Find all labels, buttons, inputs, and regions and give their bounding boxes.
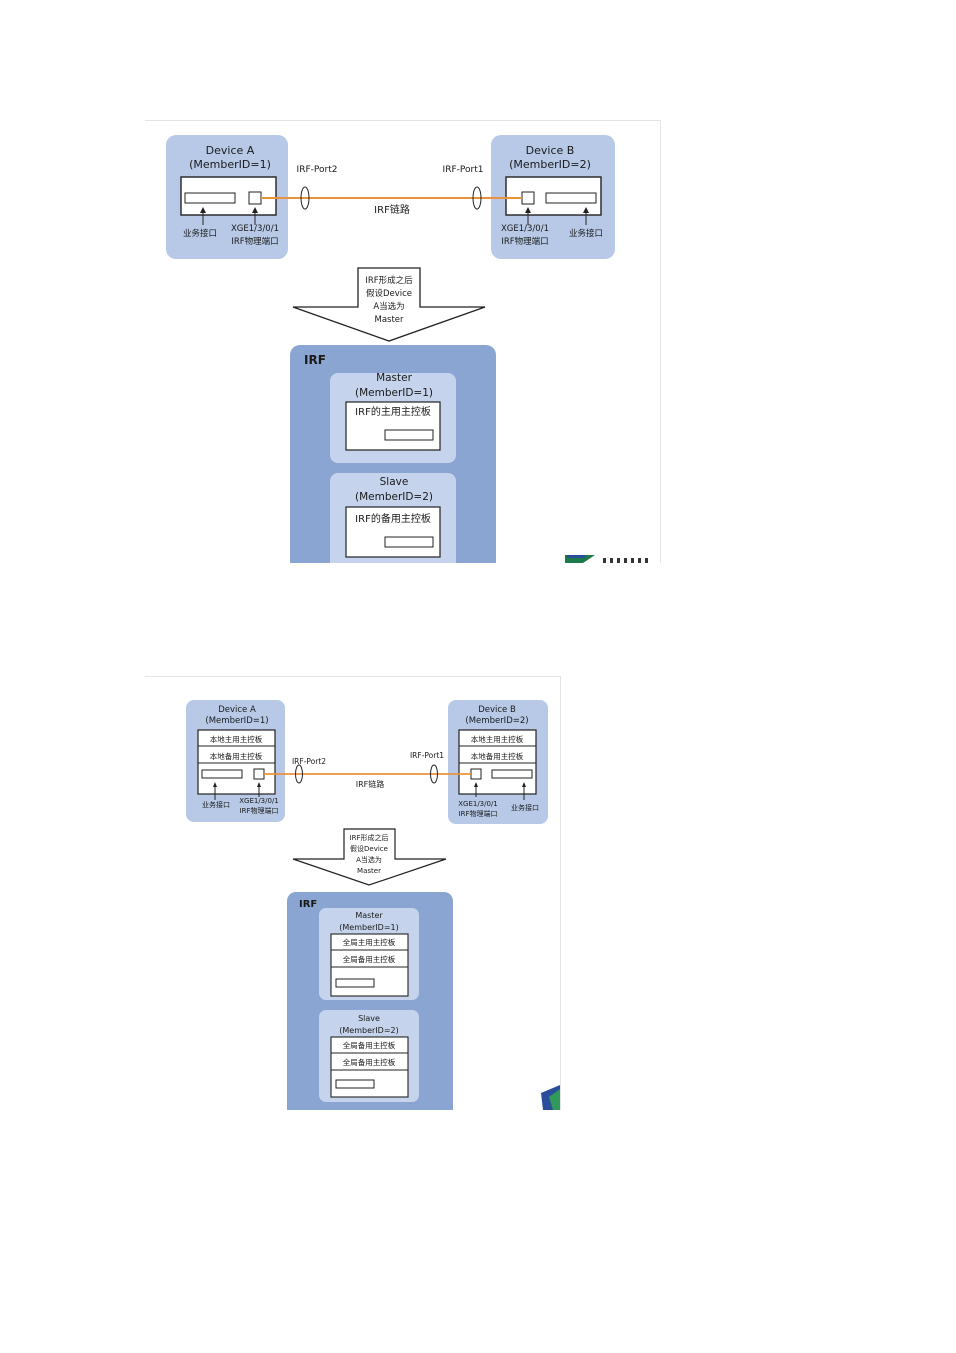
device-a-chassis [197,729,276,795]
master-board1-label: 全局主用主控板 [343,937,396,947]
device-b-irf-port-desc: IRF物理端口 [459,809,498,818]
arrow-text-line1: IRF形成之后 [365,275,413,286]
master-member-id: (MemberID=1) [355,387,433,399]
device-b-board1: 本地主用主控板 [471,734,524,744]
slave-board-port [384,536,434,548]
arrow-text-line4: Master [357,867,381,875]
irf-result-panel: IRF Master (MemberID=1) 全局主用主控板 全局备用主控板 … [287,892,453,1110]
slave-role: Slave [380,476,409,488]
irf-link-label: IRF链路 [356,779,385,789]
down-arrow-icon [292,828,447,886]
device-b-irf-port-name: XGE1/3/0/1 [458,800,498,808]
master-member-id: (MemberID=1) [339,923,398,932]
master-board-port [335,978,375,988]
device-a-service-port-label: 业务接口 [202,800,230,809]
master-role: Master [355,911,383,920]
watermark-logo [541,1085,560,1110]
device-a-irf-port-desc: IRF物理端口 [240,806,279,815]
slave-member-id: (MemberID=2) [339,1026,398,1035]
device-a-irf-port [248,191,262,205]
device-b-irf-port-desc: IRF物理端口 [501,236,548,247]
device-b-panel: Device B (MemberID=2) XGE1/3/0/1 IRF物理端口… [491,135,615,259]
irf-port1-ring-icon [430,764,438,784]
slave-board [345,506,441,558]
master-board2-label: 全局备用主控板 [343,954,396,964]
slave-board1-label: 全局备用主控板 [343,1040,396,1050]
device-a-service-port [184,192,236,204]
figure-irf-formation-2: Device A (MemberID=1) 本地主用主控板 本地备用主控板 业务… [145,676,561,1110]
master-board [345,401,441,451]
arrowhead-icon [525,207,531,213]
device-b-irf-port [521,191,535,205]
device-a-service-port-label: 业务接口 [183,228,217,239]
device-a-irf-port-name: XGE1/3/0/1 [231,224,279,234]
arrowhead-icon [200,207,206,213]
master-board-port [384,429,434,441]
device-b-chassis [458,729,537,795]
formation-arrow: IRF形成之后 假设Device A当选为 Master [292,267,486,342]
irf-diagram-1: Device A (MemberID=1) 业务接口 XGE1/3/0/1 IR… [166,135,648,563]
irf-port1-ring-icon [472,186,482,210]
slave-member-id: (MemberID=2) [355,491,433,503]
down-arrow-icon [292,267,486,342]
irf-link-label: IRF链路 [374,203,410,216]
device-a-panel: Device A (MemberID=1) 业务接口 XGE1/3/0/1 IR… [166,135,288,259]
irf-port-right-label: IRF-Port1 [443,165,484,175]
figure-irf-formation-1: Device A (MemberID=1) 业务接口 XGE1/3/0/1 IR… [145,120,661,563]
device-a-member-id: (MemberID=1) [205,716,268,726]
arrow-text-line1: IRF形成之后 [350,833,389,842]
master-board-label: IRF的主用主控板 [355,405,431,418]
device-b-service-port-label: 业务接口 [511,803,539,812]
arrowhead-icon [522,782,526,787]
device-b-member-id: (MemberID=2) [465,716,528,726]
arrow-text-line3: A当选为 [356,855,382,864]
arrow-text-line3: A当选为 [373,301,404,312]
irf-port-left-label: IRF-Port2 [297,165,338,175]
device-a-irf-port-desc: IRF物理端口 [231,236,278,247]
device-b-board2: 本地备用主控板 [471,751,524,761]
irf-port-right-label: IRF-Port1 [410,751,444,760]
device-b-irf-port-name: XGE1/3/0/1 [501,224,549,234]
device-a-board1: 本地主用主控板 [210,734,263,744]
arrowhead-icon [252,207,258,213]
slave-board2-label: 全局备用主控板 [343,1057,396,1067]
device-a-board2: 本地备用主控板 [210,751,263,761]
master-role: Master [376,372,413,384]
irf-title: IRF [304,353,326,367]
device-a-service-port [201,769,243,779]
device-b-service-port [545,192,597,204]
arrow-text-line2: 假设Device [366,288,412,299]
arrowhead-icon [213,782,217,787]
arrow-text-line2: 假设Device [350,844,388,853]
irf-port-left-label: IRF-Port2 [292,757,326,766]
device-a-irf-port-name: XGE1/3/0/1 [239,797,279,805]
device-b-name: Device B [478,705,516,715]
arrow-text-line4: Master [374,315,404,325]
device-b-service-port-label: 业务接口 [569,228,603,239]
irf-result-panel: IRF Master (MemberID=1) IRF的主用主控板 Slave … [290,345,496,563]
device-a-name: Device A [218,705,256,715]
slave-board-label: IRF的备用主控板 [355,512,431,525]
irf-port2-ring-icon [295,764,303,784]
device-b-irf-port [470,768,482,780]
arrowhead-icon [257,782,261,787]
arrowhead-icon [474,782,478,787]
device-b-member-id: (MemberID=2) [509,158,591,171]
device-a-member-id: (MemberID=1) [189,158,271,171]
device-a-irf-port [253,768,265,780]
device-b-panel: Device B (MemberID=2) 本地主用主控板 本地备用主控板 XG… [448,700,548,824]
watermark-logo [565,555,648,563]
irf-diagram-2: Device A (MemberID=1) 本地主用主控板 本地备用主控板 业务… [186,700,560,1110]
device-b-service-port [491,769,533,779]
device-b-name: Device B [526,144,575,157]
slave-role: Slave [358,1014,380,1023]
slave-board-port [335,1079,375,1089]
device-a-name: Device A [206,144,255,157]
device-a-panel: Device A (MemberID=1) 本地主用主控板 本地备用主控板 业务… [186,700,285,822]
irf-title: IRF [299,899,317,910]
formation-arrow: IRF形成之后 假设Device A当选为 Master [292,828,447,886]
irf-port2-ring-icon [300,186,310,210]
arrowhead-icon [583,207,589,213]
